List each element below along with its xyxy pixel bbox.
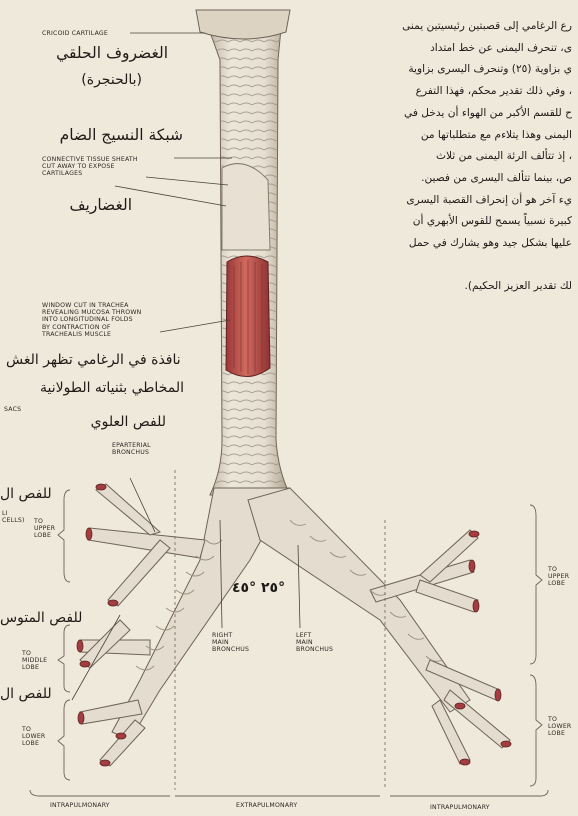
paragraph-line: ى، تنحرف اليمنى عن خط امتداد — [310, 38, 572, 60]
paragraph-line: كبيرة نسبياً يسمح للقوس الأبهري أن — [310, 211, 572, 233]
label-to-middle-lobe: TO MIDDLE LOBE — [22, 650, 47, 672]
mucosa-window — [226, 256, 270, 377]
paragraph-line: ، إذ تتألف الرئة اليمنى من ثلاث — [310, 146, 572, 168]
angle-annotation: °٢٥ °٤٥ — [232, 580, 285, 596]
arabic-cartilages: الغضاريف — [69, 196, 132, 214]
paragraph-line: ي بزاوية (٢٥) وتنحرف اليسرى بزاوية — [310, 59, 572, 81]
arabic-lower-cut: للفص ال — [0, 686, 52, 702]
paragraph-line: اليمنى وهذا يتلاءم مع متطلباتها من — [310, 125, 572, 147]
paragraph-line: يء آخر هو أن إنحراف القصبة اليسرى — [310, 190, 572, 212]
label-window: WINDOW CUT IN TRACHEA REVEALING MUCOSA T… — [42, 302, 142, 338]
label-intrapulmonary-right: INTRAPULMONARY — [430, 804, 490, 811]
paragraph-line: ، وفي ذلك تقدير محكم، فهذا التفرع — [310, 81, 572, 103]
label-eparterial-bronchus: EPARTERIAL BRONCHUS — [112, 442, 151, 456]
paragraph-line — [310, 255, 572, 277]
arabic-window-2: المخاطي بثنياته الطولانية — [40, 380, 184, 396]
bronchial-tree — [80, 484, 510, 766]
label-intrapulmonary-left: INTRAPULMONARY — [50, 802, 110, 809]
arabic-cricoid-title: الغضروف الحلقي — [56, 44, 168, 62]
label-cells: LI CELLS) — [2, 510, 25, 524]
label-left-main-bronchus: LEFT MAIN BRONCHUS — [296, 632, 333, 654]
arabic-middle-cut: للفص المتوس — [0, 610, 82, 626]
label-to-lower-lobe-right: TO LOWER LOBE — [548, 716, 571, 738]
label-right-main-bronchus: RIGHT MAIN BRONCHUS — [212, 632, 249, 654]
label-to-upper-lobe-left: TO UPPER LOBE — [34, 518, 55, 540]
paragraph-line: لك تقدير العزيز الحكيم). — [310, 276, 572, 298]
arabic-left-upper-cut: للفص ال — [0, 486, 52, 502]
arabic-sheath: شبكة النسيج الضام — [60, 126, 183, 144]
arabic-window-1: نافذة في الرغامي تظهر الغش — [6, 352, 181, 368]
label-connective-sheath: CONNECTIVE TISSUE SHEATH CUT AWAY TO EXP… — [42, 156, 138, 178]
arabic-upper-lobe: للفص العلوي — [91, 414, 166, 430]
connective-sheath-cut — [222, 164, 270, 250]
paragraph-line: عليها بشكل جيد وهو يشارك في حمل — [310, 233, 572, 255]
paragraph-line: رع الرغامي إلى قصبتين رئيسيتين يمنى — [310, 16, 572, 38]
paragraph-line: ص، بينما تتألف اليسرى من فصين. — [310, 168, 572, 190]
paragraph-line: ح للقسم الأكبر من الهواء أن يدخل في — [310, 103, 572, 125]
arabic-cricoid-sub: (بالحنجرة) — [81, 72, 142, 88]
label-sacs: SACS — [4, 406, 21, 413]
label-to-upper-lobe-right: TO UPPER LOBE — [548, 566, 569, 588]
label-extrapulmonary: EXTRAPULMONARY — [236, 802, 297, 809]
label-to-lower-lobe-left: TO LOWER LOBE — [22, 726, 45, 748]
cricoid-cartilage — [196, 10, 290, 39]
label-cricoid: CRICOID CARTILAGE — [42, 30, 108, 37]
arabic-paragraph: رع الرغامي إلى قصبتين رئيسيتين يمنى ى، ت… — [310, 16, 572, 298]
